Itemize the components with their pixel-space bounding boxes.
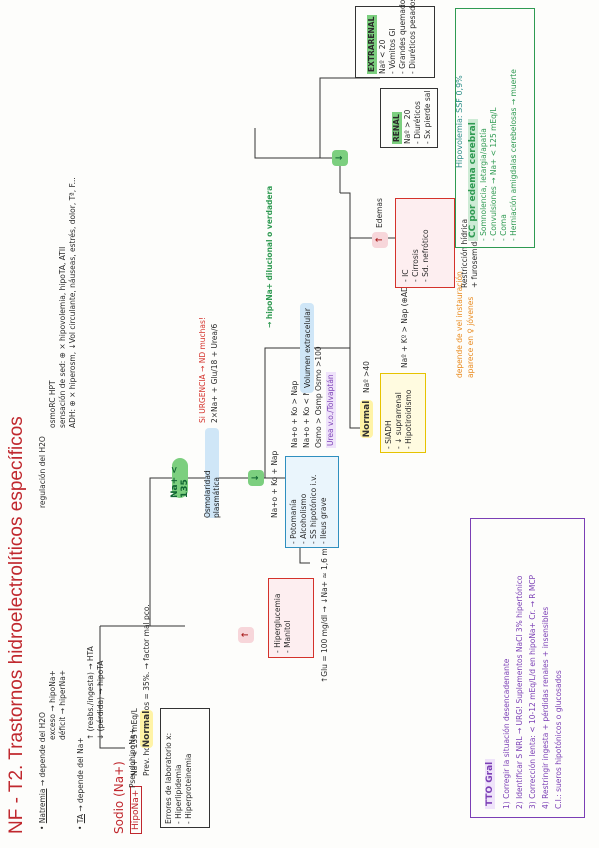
list-item: 4) Restringir ingesta + pérdidas renales… [541,606,550,809]
extrarenal-box: EXTRARENAL Naº < 20 - Vómitos GI - Grand… [355,0,435,78]
natremia-label: Natremia [38,788,47,824]
list-item: - Hiperproteinemia [184,753,193,824]
normal-volume-tag: Normal [360,400,373,438]
osmolarity-formula: 2×Na+ + Glu/18 + Urea/6 [210,323,219,423]
list-item: - Manitol [283,620,292,653]
list-item: - Cirrosis [411,249,420,282]
list-item: - Sd. nefrótico [421,229,430,282]
extrarenal-condition: Naº < 20 [378,39,387,74]
high-osm-list: - Hiperglucemia - Manitol [273,583,293,653]
renal-condition: Naº > 20 [403,109,412,144]
list-item: C.I.: sueros hipotónicos o glucosados [554,670,563,809]
list-item: - ↓ suprarrenal [394,392,403,449]
list-item: - Hiperglucemia [273,593,282,653]
list-item: - Vómitos GI [388,28,397,74]
page-title: NF - T2. Trastornos hidroelectrolíticos … [6,416,27,834]
regulation-label: regulación del H2O [38,436,47,508]
edema-label: Edemas [375,198,384,228]
urgency-note: Si URGENCIA → ND muchas! [198,317,207,423]
renal-list: - Diuréticos - Sx pierde sal [413,90,433,144]
na-threshold-node: Na+ < 135 [170,458,190,498]
general-treatment-title: TTO Gral [485,758,495,809]
glucose-correction-formula: ↑Glu = 100 mg/dl → ↓Na+ ≈ 1,6 mEq/l [320,534,329,683]
lab-errors-heading: Errores de laboratorio x: [164,732,173,824]
list-item: - SS hipotónico i.v. [309,474,318,544]
list-item: - Sx pierde sal [423,90,432,144]
list-item: 2) Identificar S NRL → URG! Suplementos … [515,575,524,810]
regulation-osmo: osmoRC HPT [48,380,57,428]
normal-volume-box: - SIADH - ↓ suprarrenal - Hipotiroidismo [380,373,426,453]
cerebral-edema-title: CC por edema cerebral [468,119,478,241]
extrarenal-tag: EXTRARENAL [367,14,377,74]
onset-note-1: depende de vel instauración [455,271,464,378]
ta-text: → depende del Na+ [76,737,85,812]
edema-list: - IC - Cirrosis - Sd. nefrótico [401,204,431,282]
list-item: - Diuréticos [413,101,422,144]
dilutional-note: → hipoNa+ dilucional o verdadera [265,185,274,328]
arrow-up-icon: ↑ [372,232,388,248]
list-item: - SIADH [384,420,393,449]
cerebral-edema-box: CC por edema cerebral - Somnolencia, let… [455,8,535,248]
ta-down: ↓ (pérdida) → hipoTA [96,660,105,740]
arrow-down-icon: ↓ [332,150,348,166]
lab-errors-box: Errores de laboratorio x: - Hiperlipidem… [160,708,210,828]
list-item: - Coma [499,214,508,241]
hipona-tag: HipoNa+ [130,785,142,834]
high-osm-box: - Hiperglucemia - Manitol [268,578,314,658]
sodio-heading: Sodio (Na+) [112,761,126,834]
list-item: 3) Corrección lenta: < 10-12 mEq/L/d en … [528,574,537,809]
osmolarity-node: Osmolaridad plasmática [203,428,221,518]
list-item: - Potomanía [289,499,298,544]
general-treatment-box: TTO Gral 1) Corregir la situación desenc… [470,518,585,818]
ta-label: TA [76,814,85,824]
general-treatment-list: 1) Corregir la situación desencadenante … [500,527,565,809]
list-item: 1) Corregir la situación desencadenante [502,658,511,809]
list-item: - IC [401,269,410,282]
list-item: - Hiperlipidemia [174,764,183,824]
arrow-up-icon: ↑ [238,627,254,643]
low-osm-urinary: Na+o + Ko + Nap [270,450,279,518]
extrarenal-list: - Vómitos GI - Grandes quemados - Diurét… [388,0,418,74]
arrow-down-icon: ↓ [248,470,264,486]
normal-volume-condition: Naº >40 [362,361,371,393]
normal-volume-urinary: Naº + Kº > Nap (⊕ADH) [400,277,409,368]
natremia-text: → depende del H2O [38,712,47,787]
volume-node: Volumen extracelular [300,303,314,393]
ta-up: ↑ (reabs./ingesta) → HTA [86,646,95,740]
low-osm-list: - Potomanía - Alcoholismo - SS hipotónic… [289,460,329,544]
osmo-note: Osmo > Osmp Osmo >100 [314,346,323,448]
regulation-sed: sensación de sed: ⊕ × hipovolemia, hipoT… [58,246,67,428]
list-item: - Grandes quemados [398,0,407,74]
renal-tag: RENAL [392,112,402,144]
regulation-block: regulación del H2O osmoRC HPT sensación … [38,38,78,508]
lab-errors-list: - Hiperlipidemia - Hiperproteinemia [174,712,194,824]
cerebral-edema-list: - Somnolencia, letargia/apatía - Convuls… [479,15,519,241]
list-item: - Convulsiones → Na+ < 125 mEq/L [489,107,498,241]
list-item: - Herniación amigdalas cerebelosas → mue… [509,69,518,241]
pseudohipona-prefix: PseudohipoNa+ [128,728,137,788]
normal-volume-list: - SIADH - ↓ suprarrenal - Hipotiroidismo [384,377,414,449]
low-osm-box: - Potomanía - Alcoholismo - SS hipotónic… [285,456,339,548]
list-item: - Alcoholismo [299,493,308,544]
onset-note-2: aparece en ♀ jóvenes [466,296,475,378]
edema-box: - IC - Cirrosis - Sd. nefrótico [395,198,455,288]
renal-box: RENAL Naº > 20 - Diuréticos - Sx pierde … [380,88,438,148]
list-item: - Diuréticos pesados [408,0,417,74]
low-osm-urinary-2: Na+o + Ko > Nap [290,380,299,448]
urea-note: Urea v.o./Tolvaptán [326,372,336,448]
regulation-adh: ADH: ⊕ × hiperosm, ↓Vol circulante, náus… [68,177,77,428]
list-item: - Somnolencia, letargia/apatía [479,128,488,241]
list-item: - Hipotiroidismo [404,389,413,449]
normal-osm-tag: Normal [140,710,153,748]
list-item: - Ileus grave [319,497,328,544]
hospitalized-prevalence: Prev. hospitalizados = 35%. → factor mal… [142,604,151,776]
